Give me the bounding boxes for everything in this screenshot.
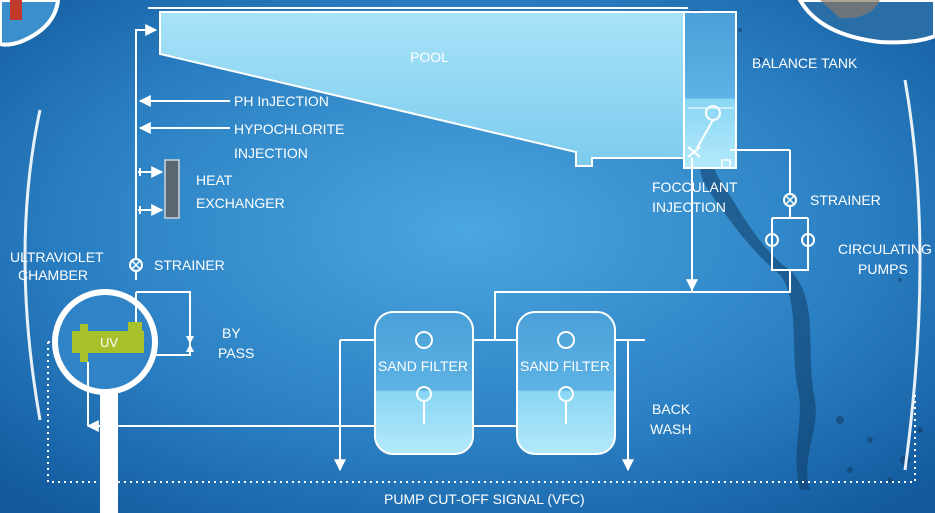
sand-filter-2 [516, 311, 616, 455]
uv-unit [72, 331, 144, 353]
strainer-right-label: STRAINER [810, 192, 881, 208]
uv-chamber-label-1: ULTRAVIOLET [10, 249, 104, 265]
pump-discharge-line [692, 270, 791, 293]
hypochlorite-label-1: HYPOCHLORITE [234, 121, 344, 137]
uv-magnifier-handle [100, 392, 118, 513]
frame-arc-right [903, 79, 922, 471]
tank-outlet-icon [721, 159, 731, 169]
bypass-label-2: PASS [218, 345, 254, 361]
sand-filter-1 [374, 311, 474, 455]
strainer-left-label: STRAINER [154, 257, 225, 273]
focculant-label-1: FOCCULANT [652, 179, 738, 195]
corner-wood-texture [820, 0, 880, 19]
circulating-pumps-label-2: PUMPS [858, 261, 908, 277]
sand-filter-1-label: SAND FILTER [378, 358, 468, 374]
pump-cutoff-label: PUMP CUT-OFF SIGNAL (VFC) [384, 491, 585, 507]
uv-unit-cap [128, 322, 142, 332]
backwash-label-1: BACK [652, 401, 691, 417]
uv-unit-port-in [80, 324, 88, 332]
sand-filter-2-label: SAND FILTER [520, 358, 610, 374]
heat-exchanger-label-2: EXCHANGER [196, 195, 285, 211]
backwash-label-2: WASH [650, 421, 691, 437]
uv-chamber-label-2: CHAMBER [18, 267, 88, 283]
focculant-label-2: INJECTION [652, 199, 726, 215]
uv-unit-label: UV [100, 335, 118, 350]
sand-filter-1-valve-icon [415, 331, 433, 349]
sand-filter-2-valve-icon [557, 331, 575, 349]
heat-exchanger-label-1: HEAT [196, 172, 233, 188]
inlet-valve-icon [687, 146, 701, 158]
bypass-label-1: BY [222, 325, 241, 341]
balance-tank-label: BALANCE TANK [752, 55, 858, 71]
float-arm [696, 119, 714, 149]
bypass-line [136, 291, 191, 356]
bypass-valve-icon-b [186, 344, 194, 352]
hypochlorite-label-2: INJECTION [234, 145, 308, 161]
heat-exchanger [164, 159, 180, 219]
balance-tank [683, 11, 737, 169]
strainer-left-cross [131, 260, 141, 270]
circulating-pumps-label-1: CIRCULATING [838, 241, 932, 257]
bypass-valve-icon [186, 336, 194, 344]
pool-label: POOL [410, 49, 449, 65]
pump-cutoff-line [47, 342, 916, 483]
strainer-right-cross [785, 195, 795, 205]
uv-unit-port-out [80, 352, 88, 362]
corner-rope-icon [10, 0, 22, 20]
frame-arc-left [23, 109, 42, 421]
ph-injection-label: PH InJECTION [234, 93, 329, 109]
return-line [135, 24, 158, 280]
